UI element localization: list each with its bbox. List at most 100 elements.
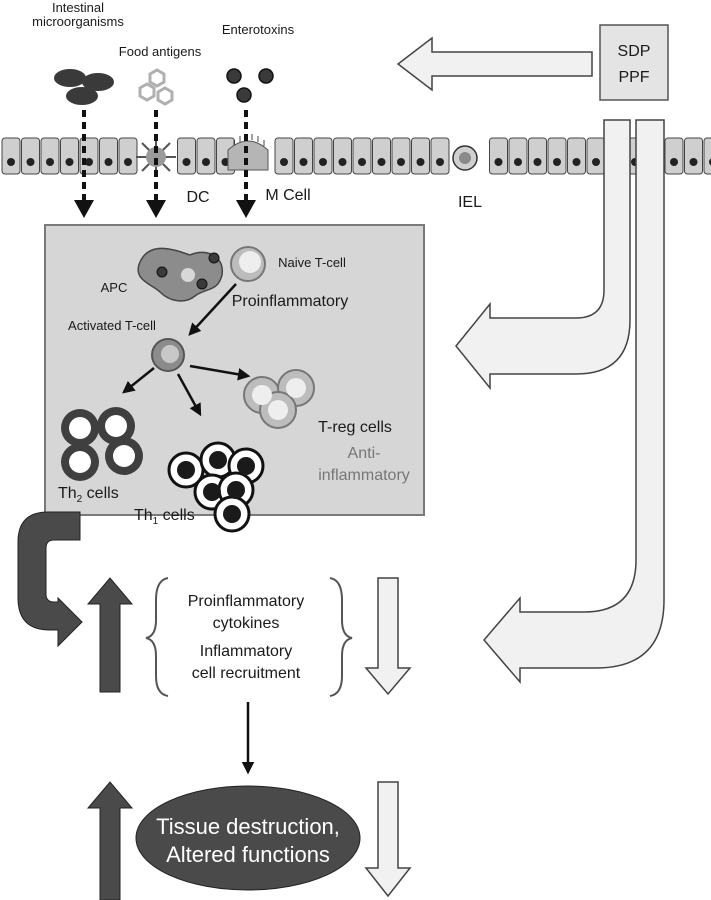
- epithelial-nucleus: [572, 158, 581, 166]
- iel-cell-icon: [452, 145, 478, 171]
- food-antigens-icon: [138, 68, 174, 106]
- dc-label: DC: [186, 189, 209, 206]
- epithelial-cell: [60, 137, 79, 175]
- up-arrow-tissue: [86, 781, 134, 900]
- epithelial-nucleus: [533, 158, 542, 166]
- epithelial-cell: [664, 137, 684, 175]
- activated-tcell-label: Activated T-cell: [68, 318, 156, 333]
- epithelial-nucleus: [104, 158, 113, 166]
- m-cell-label: M Cell: [265, 187, 310, 204]
- left-brace: [145, 577, 169, 697]
- epithelial-cell: [430, 137, 450, 175]
- epithelial-cell: [99, 137, 118, 175]
- down-arrow-cytokines: [364, 577, 412, 696]
- epithelial-cell: [196, 137, 216, 175]
- enterotoxins-icon: [226, 68, 274, 103]
- epithelial-nucleus: [7, 158, 15, 166]
- sdp-left-arrow: [396, 36, 593, 92]
- epithelial-nucleus: [436, 158, 444, 166]
- tissue-line1: Tissue destruction,: [156, 814, 340, 839]
- label-intestinal-line1: Intestinal: [52, 0, 104, 15]
- epithelial-nucleus: [416, 158, 425, 166]
- anti-inflammatory-line2: inflammatory: [318, 467, 410, 484]
- epithelial-cell: [684, 137, 703, 175]
- epithelial-nucleus: [299, 158, 308, 166]
- epithelial-nucleus: [319, 158, 327, 166]
- right-brace: [329, 577, 353, 697]
- epithelial-nucleus: [592, 158, 600, 166]
- epithelial-cell: [547, 137, 567, 175]
- microorganisms-icon: [54, 69, 114, 105]
- epithelial-cell: [21, 137, 40, 175]
- epithelial-nucleus: [26, 158, 35, 166]
- epithelial-cell: [703, 137, 711, 175]
- epithelial-cell: [567, 137, 586, 175]
- up-arrow-cytokines: [86, 577, 134, 693]
- recruitment-line1: Inflammatory: [200, 643, 292, 660]
- epithelial-cell: [294, 137, 313, 175]
- apc-cell-icon: [137, 247, 223, 302]
- sdp-ppf-box: SDP PPF: [599, 24, 669, 101]
- epithelial-nucleus: [65, 158, 74, 166]
- epithelial-nucleus: [670, 158, 678, 166]
- proinflammatory-label: Proinflammatory: [232, 293, 348, 310]
- epithelial-cell: [586, 137, 606, 175]
- th1-label: Th1 cells: [134, 507, 195, 527]
- epithelial-nucleus: [689, 158, 698, 166]
- epithelial-cell: [372, 137, 391, 175]
- sdp-arrow-to-cytokines: [483, 119, 665, 685]
- epithelial-nucleus: [338, 158, 347, 166]
- epithelial-nucleus: [182, 158, 191, 166]
- label-intestinal-line2: microorganisms: [32, 14, 124, 29]
- epithelial-cell: [352, 137, 372, 175]
- epithelial-cell: [40, 137, 60, 175]
- label-food-antigens: Food antigens: [119, 44, 202, 59]
- label-enterotoxins: Enterotoxins: [222, 22, 295, 37]
- treg-label: T-reg cells: [318, 419, 392, 436]
- cytokines-line1: Proinflammatory: [188, 593, 304, 610]
- entry-arrowhead-3: [236, 200, 256, 218]
- down-arrow-tissue: [364, 781, 412, 898]
- epithelial-cell: [411, 137, 430, 175]
- epithelial-nucleus: [124, 158, 132, 166]
- th2-cells-icon: [61, 407, 143, 481]
- epithelial-nucleus: [358, 158, 366, 166]
- naive-tcell-label: Naive T-cell: [278, 255, 346, 270]
- epithelial-cell: [333, 137, 352, 175]
- epithelial-nucleus: [202, 158, 210, 166]
- epithelial-nucleus: [553, 158, 561, 166]
- entry-arrowhead-1: [74, 200, 94, 218]
- epithelial-nucleus: [46, 158, 54, 166]
- epithelial-cell: [489, 137, 508, 175]
- epithelial-nucleus: [377, 158, 386, 166]
- tissue-oval: [135, 785, 361, 891]
- recruitment-line2: cell recruitment: [192, 665, 301, 682]
- activated-tcell-icon: [151, 338, 185, 372]
- epithelial-cell: [1, 137, 21, 175]
- epithelial-cell: [118, 137, 138, 175]
- th2-label: Th2 cells: [58, 485, 119, 505]
- m-cell-icon: [227, 134, 269, 171]
- entry-arrowhead-2: [146, 200, 166, 218]
- antigen-entry-arrows: [82, 110, 248, 202]
- epithelial-cell: [508, 137, 528, 175]
- sdp-label: SDP: [618, 43, 651, 60]
- epithelial-cell: [177, 137, 196, 175]
- epithelial-cell: [528, 137, 547, 175]
- th1-cells-icon: [167, 441, 265, 533]
- ppf-label: PPF: [618, 69, 649, 86]
- apc-label: APC: [101, 280, 128, 295]
- epithelial-nucleus: [280, 158, 288, 166]
- epithelial-nucleus: [494, 158, 503, 166]
- epithelial-cell: [274, 137, 294, 175]
- curved-dark-arrow: [17, 511, 83, 648]
- treg-cells-icon: [243, 369, 315, 429]
- epithelial-nucleus: [85, 158, 93, 166]
- epithelial-cell: [313, 137, 333, 175]
- iel-label: IEL: [458, 194, 482, 211]
- epithelial-cell: [79, 137, 99, 175]
- sdp-arrow-to-panel: [455, 119, 631, 391]
- cytokines-line2: cytokines: [213, 615, 280, 632]
- anti-inflammatory-line1: Anti-: [348, 445, 381, 462]
